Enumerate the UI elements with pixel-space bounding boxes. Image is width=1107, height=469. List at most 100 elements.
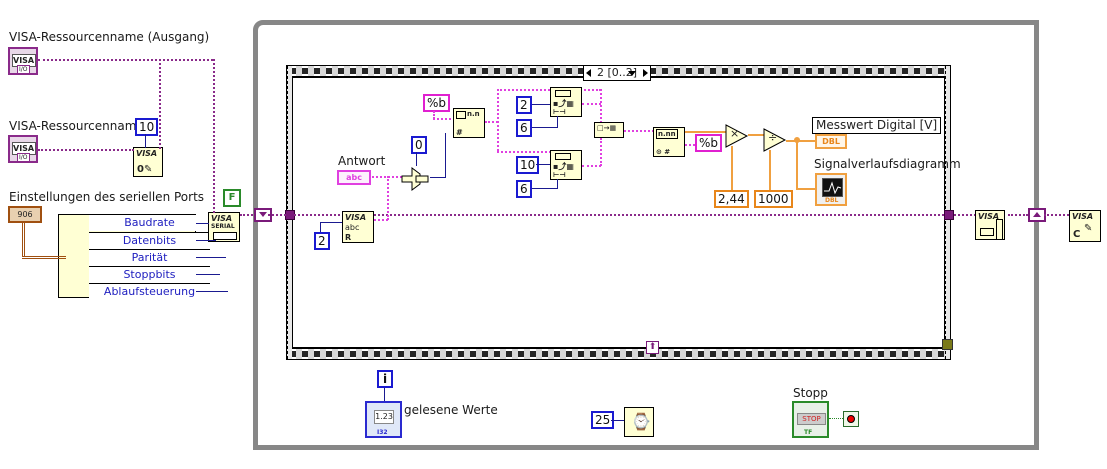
cluster-item-paritaet[interactable]: Parität (89, 249, 210, 266)
while-loop[interactable] (253, 20, 1039, 450)
open-icon: 0✎ (137, 164, 153, 175)
multiply-symbol: × (730, 127, 740, 140)
shift-register-left[interactable] (254, 208, 272, 222)
dbl-wire (685, 131, 727, 133)
string-wire (497, 89, 499, 151)
visa-wire (294, 214, 944, 216)
cluster-item-datenbits[interactable]: Datenbits (89, 232, 210, 249)
string-subset-node-2[interactable]: ▪⤴▦ ⊢⊣ (550, 150, 582, 180)
format-b-const-2[interactable]: %b (695, 134, 723, 152)
dbl-wire (796, 140, 798, 189)
visa-read-node[interactable]: VISA abc R (342, 211, 374, 243)
visa-configure-serial-node[interactable]: VISA SERIAL (208, 212, 240, 242)
prev-frame-icon[interactable] (586, 69, 591, 77)
answer-label: Antwort (338, 154, 386, 168)
scan-from-string-node[interactable]: n.nn ⊙ # (653, 127, 685, 157)
wait-ms-node[interactable]: ⌚ (624, 407, 654, 437)
string-wire (582, 103, 601, 105)
answer-indicator[interactable]: abc (337, 170, 371, 185)
string-wire (624, 130, 654, 132)
visa-wire (1008, 214, 1028, 216)
int-wire (532, 127, 558, 128)
string-wire (600, 138, 602, 166)
format-into-string-node[interactable]: n.n # (453, 108, 485, 138)
cluster-item-stoppbits[interactable]: Stoppbits (89, 266, 210, 283)
hash-icon: # (456, 128, 463, 137)
visa-wire (38, 149, 134, 151)
read-values-indicator[interactable]: 1.23 I32 (365, 401, 402, 438)
flush-bar-icon (996, 219, 1003, 239)
visa-in-label: VISA-Ressourcenname (9, 119, 144, 133)
int-wire (196, 240, 216, 241)
dbl-wire (786, 140, 816, 142)
shift-up-arrow-icon (1033, 212, 1041, 217)
visa-wire (268, 214, 286, 216)
visa-out-control[interactable]: VISA I/O (8, 47, 38, 75)
string-subset-node[interactable] (400, 166, 430, 191)
visa-wire (240, 214, 260, 216)
visa-close-node[interactable]: VISA C ✎ (1069, 210, 1101, 242)
scan-icon: ⊙ # (656, 148, 671, 156)
int-wire (416, 152, 417, 166)
visa-open-node[interactable]: VISA 0✎ (133, 147, 163, 177)
concatenate-strings-node[interactable]: □→▦ (594, 122, 624, 138)
stop-button-control[interactable]: STOP TF (792, 401, 829, 438)
sequence-local-tunnel (942, 339, 953, 350)
visa-wire (159, 59, 161, 149)
divide-symbol: ÷ (768, 131, 778, 144)
cluster-wire (22, 221, 25, 257)
divide-node[interactable]: ÷ (763, 128, 787, 156)
visa-open-timeout-const[interactable]: 10 (135, 118, 159, 136)
sequence-selector[interactable]: 2 [0..2] (583, 65, 651, 81)
substring2-offset-const[interactable]: 10 (516, 156, 540, 174)
int-wire (557, 179, 558, 188)
int-wire (196, 257, 226, 258)
substring1-offset-const[interactable]: 2 (516, 96, 532, 114)
next-frame-icon[interactable] (643, 69, 648, 77)
shift-down-arrow-icon (259, 212, 267, 217)
cluster-item-baudrate[interactable]: Baudrate (89, 215, 210, 231)
visa-in-value: VISA (12, 142, 36, 155)
multiplier-const[interactable]: 2,44 (714, 190, 749, 208)
read-bytes-const[interactable]: 2 (314, 232, 330, 250)
bool-type-tag: TF (804, 429, 813, 436)
visa-flush-node[interactable]: VISA (975, 210, 1005, 240)
string-wire (497, 151, 551, 153)
measured-value-label: Messwert Digital [V] (812, 117, 942, 134)
int-wire (611, 420, 625, 421)
stop-condition-icon (847, 415, 855, 423)
dbl-wire (731, 146, 733, 190)
numeric-type-tag: I32 (377, 429, 388, 436)
port-icon (213, 232, 237, 240)
int-wire (557, 116, 558, 127)
numeric-value: 1.23 (374, 410, 394, 424)
measured-value-indicator[interactable]: DBL (815, 134, 847, 149)
dropdown-icon[interactable] (628, 71, 636, 76)
serial-flag-const[interactable]: F (223, 189, 241, 207)
substring1-length-const[interactable]: 6 (516, 119, 532, 137)
stacked-sequence[interactable]: 2 [0..2] (286, 65, 951, 360)
index-const[interactable]: 0 (411, 136, 427, 154)
stopwatch-icon: ⌚ (631, 412, 651, 431)
divisor-const[interactable]: 1000 (754, 190, 793, 208)
divide-icon (763, 128, 787, 152)
iteration-terminal[interactable]: i (377, 370, 393, 388)
visa-flush-text: VISA (978, 212, 1000, 221)
int-wire (532, 104, 550, 105)
unbundle-by-name[interactable]: Baudrate Datenbits Parität Stoppbits Abl… (58, 214, 210, 300)
int-wire (532, 188, 558, 189)
loop-condition-terminal[interactable] (843, 411, 859, 427)
multiply-node[interactable]: × (725, 124, 749, 152)
format-b-const-1[interactable]: %b (423, 94, 451, 112)
string-wire (600, 89, 602, 139)
visa-in-control[interactable]: VISA I/O (8, 135, 38, 163)
waveform-chart-indicator[interactable]: DBL (815, 173, 847, 206)
serial-text: SERIAL (211, 223, 235, 230)
string-subset-node-1[interactable]: ▪⤴▦ ⊢⊣ (550, 87, 582, 117)
visa-open-text: VISA (136, 149, 158, 158)
int-wire (430, 177, 446, 178)
dbl-wire (769, 150, 771, 190)
cluster-item-ablaufsteuerung[interactable]: Ablaufsteuerung (89, 283, 210, 300)
serial-settings-control[interactable]: 906 (8, 206, 42, 223)
substring2-length-const[interactable]: 6 (516, 180, 532, 198)
